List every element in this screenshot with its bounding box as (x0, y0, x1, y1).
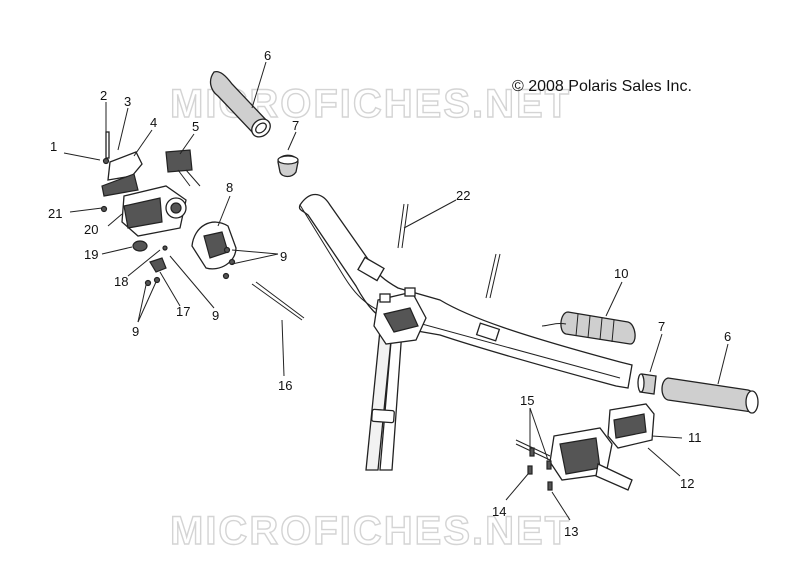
end-cap-top (277, 154, 299, 178)
callout-20: 20 (84, 222, 98, 237)
switch-housing-cover (191, 221, 237, 270)
callout-15: 15 (520, 393, 534, 408)
callout-6b: 6 (724, 329, 731, 344)
callout-21: 21 (48, 206, 62, 221)
callout-2: 2 (100, 88, 107, 103)
callout-14: 14 (492, 504, 506, 519)
small-parts-left (100, 131, 305, 321)
callout-17: 17 (176, 304, 190, 319)
callout-12: 12 (680, 476, 694, 491)
leader-lines (63, 61, 729, 521)
callout-9b: 9 (132, 324, 139, 339)
grip-right (661, 377, 759, 414)
callout-9c: 9 (212, 308, 219, 323)
throttle-grip (541, 311, 636, 345)
callout-labels: 1 2 3 4 5 6 6 7 7 8 9 9 9 10 11 12 13 14… (48, 48, 731, 539)
handlebar-clamp (373, 287, 427, 345)
callout-19: 19 (84, 247, 98, 262)
callout-11: 11 (688, 430, 702, 445)
switch-housing-left (121, 185, 187, 237)
callout-1: 1 (50, 139, 57, 154)
callout-6a: 6 (264, 48, 271, 63)
callout-16: 16 (278, 378, 292, 393)
cable-ties (397, 203, 501, 299)
watermark-bottom: MICROFICHES.NET (170, 509, 571, 553)
steering-column (365, 329, 403, 471)
callout-8: 8 (226, 180, 233, 195)
callout-7b: 7 (658, 319, 665, 334)
copyright-notice: © 2008 Polaris Sales Inc. (512, 78, 692, 95)
callout-5: 5 (192, 119, 199, 134)
callout-4: 4 (150, 115, 157, 130)
callout-9a: 9 (280, 249, 287, 264)
callout-3: 3 (124, 94, 131, 109)
callout-13: 13 (564, 524, 578, 539)
handlebar (298, 193, 633, 389)
callout-22: 22 (456, 188, 470, 203)
end-cap-right (637, 373, 657, 395)
brake-master-cylinder (515, 403, 655, 491)
callout-10: 10 (614, 266, 628, 281)
callout-7a: 7 (292, 118, 299, 133)
grip-top (209, 70, 271, 138)
callout-18: 18 (114, 274, 128, 289)
